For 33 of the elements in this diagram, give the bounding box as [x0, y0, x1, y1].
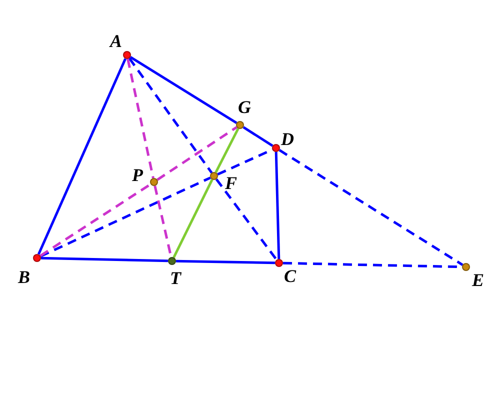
point-label: F [225, 174, 238, 192]
point-label: C [284, 267, 296, 285]
dashed-line-segment [128, 57, 213, 174]
dashed-line-segment [278, 149, 464, 266]
line-segment [274, 152, 280, 260]
dashed-line-segment [156, 126, 238, 181]
line-segment [172, 179, 214, 258]
dashed-line-segment [215, 178, 278, 261]
point-dot [210, 172, 218, 180]
point-dot [150, 178, 158, 186]
point-label: B [18, 268, 30, 286]
point-dot [272, 144, 280, 152]
line-segment [242, 126, 274, 147]
point-label: E [472, 271, 484, 289]
line-segment [214, 128, 240, 173]
dashed-line-segment [40, 176, 211, 258]
point-dot [33, 254, 41, 262]
point-label: D [281, 130, 294, 148]
point-label: A [110, 32, 122, 50]
point-label: P [132, 166, 143, 184]
line-segment [40, 256, 168, 262]
point-label: G [238, 98, 251, 116]
dashed-line-segment [126, 58, 154, 178]
line-segment [130, 56, 238, 124]
point-dot [123, 51, 131, 59]
line-segment [176, 260, 276, 264]
point-dot [275, 259, 283, 267]
point-dot [236, 121, 244, 129]
point-dot [462, 263, 470, 271]
line-segment [37, 58, 127, 255]
point-label: T [170, 269, 181, 287]
dashed-line-segment [40, 183, 152, 257]
point-dot [168, 257, 176, 265]
